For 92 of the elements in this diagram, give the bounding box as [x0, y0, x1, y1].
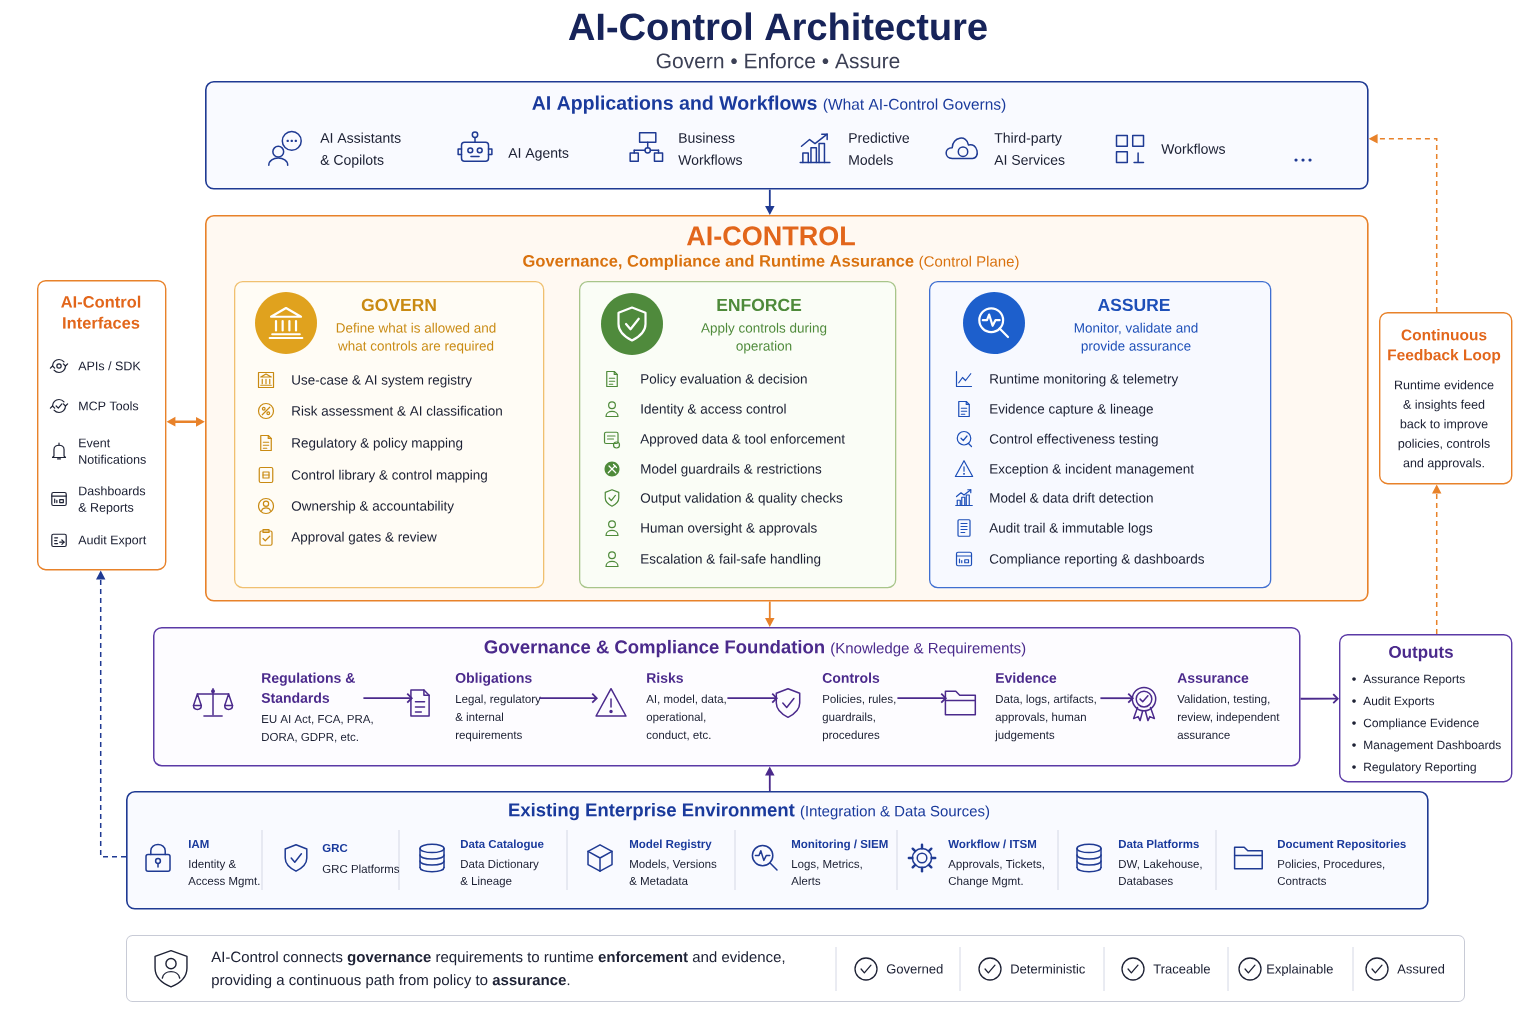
list-item: Management Dashboards — [1364, 740, 1501, 752]
principle-text: Explainable — [1267, 964, 1333, 977]
item-title: Monitoring / SIEM — [792, 839, 888, 851]
card-subtitle: Define what is allowed and what controls are required — [336, 322, 496, 354]
list-item: Event Notifications — [79, 438, 146, 464]
list-item: Identity & access control — [641, 403, 786, 417]
list-item: Runtime monitoring & telemetry — [990, 373, 1179, 387]
list-item: Approval gates & review — [291, 531, 437, 545]
arrow — [362, 692, 413, 704]
step-title: Obligations — [455, 672, 532, 686]
item-description: Logs, Metrics, Alerts — [791, 859, 862, 885]
list-item: Exception & incident management — [990, 463, 1194, 477]
heading: Existing Enterprise Environment (Integration & Data Sources) — [509, 802, 990, 821]
summary-text: AI-Control connects governance requirements to runtime enforcement and evidence, providing a continuous path from policy to assurance. — [211, 951, 785, 989]
card-title: ASSURE — [1098, 298, 1170, 312]
list-item: Model guardrails & restrictions — [641, 463, 822, 477]
step-description: AI, model, data, operational, conduct, etc. — [646, 694, 726, 741]
item-description: DW, Lakehouse, Databases — [1119, 859, 1202, 885]
step-description: Data, logs, artifacts, approvals, human judgements — [994, 694, 1096, 742]
step-description: EU AI Act, FCA, PRA, DORA, GDPR, etc. — [262, 714, 373, 743]
step-description: Legal, regulatory & internal requirements — [455, 694, 541, 742]
item-description: Data Dictionary & Lineage — [460, 859, 539, 888]
step-description: Policies, rules, guardrails, procedures — [822, 694, 896, 742]
item-label: Predictive Models — [849, 132, 910, 165]
item-description: Identity & Access Mgmt. — [188, 859, 260, 888]
step-title: Evidence — [996, 672, 1057, 683]
item-description: GRC Platforms — [322, 864, 400, 873]
list-item: Policy evaluation & decision — [641, 373, 807, 387]
principle-text: Assured — [1397, 964, 1445, 974]
list-item: Assurance Reports — [1363, 674, 1465, 686]
step-title: Controls — [822, 672, 880, 683]
list-item: Regulatory Reporting — [1364, 762, 1476, 774]
item-title: GRC — [322, 843, 348, 852]
step-title: Assurance — [1177, 673, 1249, 683]
list-item: Evidence capture & lineage — [990, 403, 1153, 417]
principle-text: Deterministic — [1011, 964, 1085, 974]
heading: Governance & Compliance Foundation (Knowledge & Requirements) — [484, 639, 1026, 658]
item-label: Business Workflows — [678, 132, 742, 165]
list-item: Use-case & AI system registry — [292, 374, 472, 388]
list-item: Control library & control mapping — [291, 469, 487, 483]
item-title: Model Registry — [630, 839, 712, 851]
item-description: Approvals, Tickets, Change Mgmt. — [948, 859, 1044, 888]
list-item: Compliance Evidence — [1363, 718, 1479, 730]
list-item: Compliance reporting & dashboards — [989, 553, 1205, 567]
heading: Continuous Feedback Loop — [1388, 329, 1501, 364]
item-title: IAM — [189, 840, 209, 848]
heading: AI-CONTROL — [686, 226, 855, 246]
arrow — [896, 692, 947, 704]
heading: Outputs — [1389, 645, 1453, 662]
heading: AI Applications and Workflows (What AI-Control Governs) — [532, 95, 1006, 114]
arrow — [1299, 693, 1339, 705]
item-title: Data Catalogue — [461, 839, 544, 851]
step-description: Validation, testing, review, independent assurance — [1177, 694, 1280, 739]
list-item: Audit trail & immutable logs — [989, 522, 1153, 536]
arrow — [538, 692, 598, 704]
list-item: Escalation & fail-safe handling — [641, 553, 821, 567]
subheading: Governance, Compliance and Runtime Assurance (Control Plane) — [523, 254, 1019, 271]
arrow — [1099, 692, 1134, 704]
list-item: APIs / SDK — [78, 361, 141, 371]
item-label: AI Assistants & Copilots — [320, 132, 401, 168]
list-item: Ownership & accountability — [291, 500, 454, 514]
list-item: Dashboards & Reports — [78, 486, 146, 515]
step-title: Regulations & Standards — [261, 672, 355, 703]
card-title: GOVERN — [361, 298, 436, 312]
body-text: Runtime evidence & insights feed back to improve policies, controls and approvals. — [1395, 380, 1494, 470]
item-label: Workflows — [1161, 143, 1225, 154]
principle-text: Governed — [886, 964, 943, 974]
principle-text: Traceable — [1153, 964, 1210, 974]
list-item: Risk assessment & AI classification — [292, 405, 502, 416]
card-title: ENFORCE — [717, 298, 802, 312]
list-item: Output validation & quality checks — [640, 492, 843, 506]
list-item: MCP Tools — [79, 401, 139, 411]
list-item: Model & data drift detection — [990, 492, 1153, 503]
arrow — [726, 692, 778, 704]
title: AI-Control Architecture — [568, 12, 987, 41]
list-item: Audit Exports — [1363, 696, 1435, 708]
list-item: Approved data & tool enforcement — [640, 433, 845, 447]
list-item: Regulatory & policy mapping — [292, 437, 463, 451]
list-item: Control effectiveness testing — [989, 433, 1158, 447]
item-description: Models, Versions & Metadata — [629, 859, 717, 885]
card-subtitle: Monitor, validate and provide assurance — [1074, 322, 1198, 354]
item-title: Data Platforms — [1119, 839, 1199, 848]
item-label: Third-party AI Services — [994, 132, 1065, 165]
heading: AI-Control Interfaces — [61, 295, 141, 329]
item-label: AI Agents — [508, 148, 569, 161]
item-description: Policies, Procedures, Contracts — [1277, 859, 1385, 885]
item-title: Document Repositories — [1278, 839, 1406, 851]
card-subtitle: Apply controls during operation — [701, 322, 827, 354]
step-title: Risks — [647, 672, 683, 683]
list-item: Human oversight & approvals — [641, 522, 817, 536]
list-item: Audit Export — [78, 535, 147, 547]
item-title: Workflow / ITSM — [948, 839, 1037, 849]
